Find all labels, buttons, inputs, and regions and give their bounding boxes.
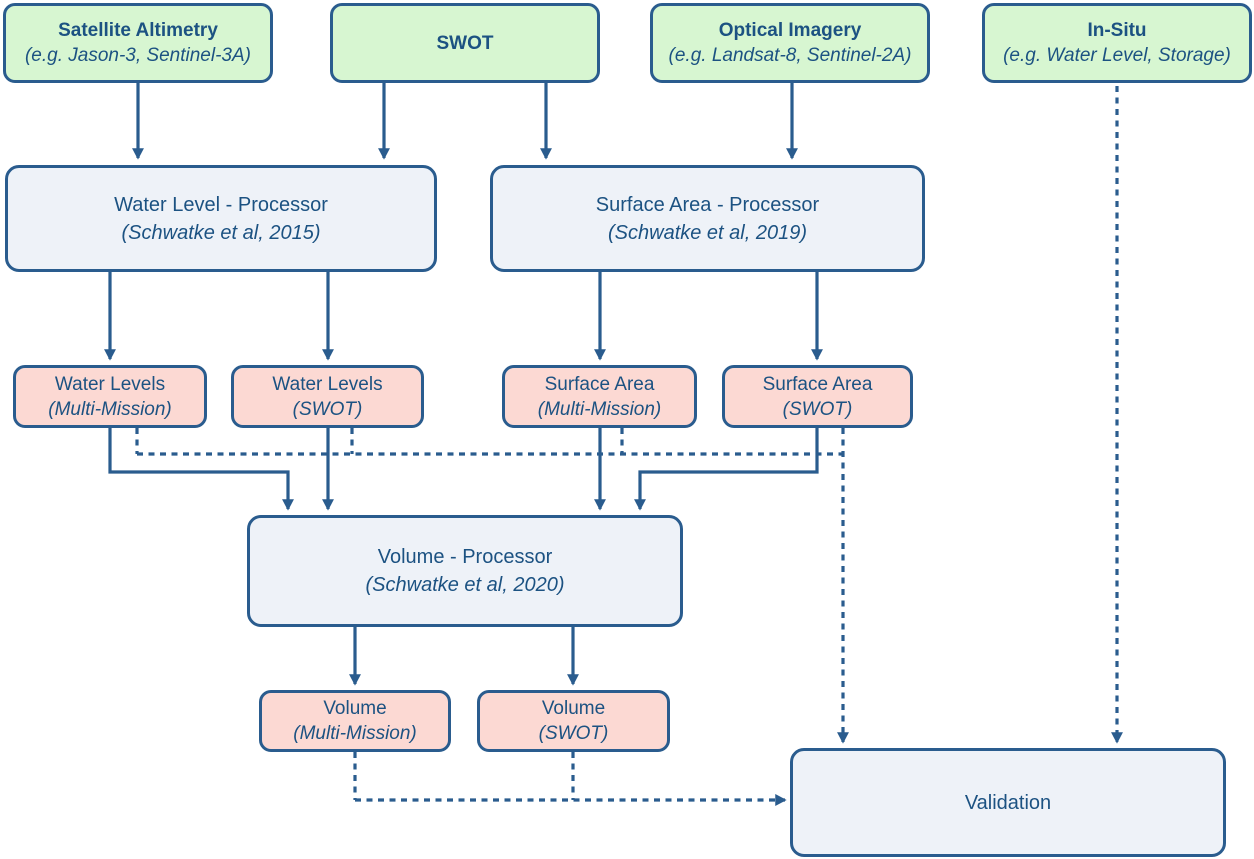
node-surface-area-processor: Surface Area - Processor (Schwatke et al… bbox=[490, 165, 925, 272]
node-title: Satellite Altimetry bbox=[58, 20, 218, 41]
node-title: Surface Area - Processor bbox=[595, 193, 820, 216]
node-title: Water Levels bbox=[272, 373, 383, 395]
node-title: Volume - Processor bbox=[377, 546, 553, 568]
node-volume-swot: Volume (SWOT) bbox=[477, 690, 670, 752]
node-surface-area-swot: Surface Area (SWOT) bbox=[722, 365, 913, 428]
node-water-levels-multi-mission: Water Levels (Multi-Mission) bbox=[13, 365, 207, 428]
node-title: Surface Area bbox=[544, 373, 655, 395]
node-title: Surface Area bbox=[762, 373, 873, 395]
node-water-level-processor: Water Level - Processor (Schwatke et al,… bbox=[5, 165, 437, 272]
node-validation: Validation bbox=[790, 748, 1226, 857]
node-subtitle: (SWOT) bbox=[292, 398, 363, 420]
node-satellite-altimetry: Satellite Altimetry (e.g. Jason-3, Senti… bbox=[3, 3, 273, 83]
node-subtitle: (Schwatke et al, 2015) bbox=[121, 221, 321, 244]
node-subtitle: (SWOT) bbox=[538, 723, 609, 744]
node-title: Water Levels bbox=[54, 373, 166, 395]
node-subtitle: (Multi-Mission) bbox=[537, 398, 662, 420]
node-surface-area-multi-mission: Surface Area (Multi-Mission) bbox=[502, 365, 697, 428]
node-subtitle: (Schwatke et al, 2020) bbox=[365, 574, 565, 596]
node-title: SWOT bbox=[436, 32, 494, 54]
node-title: Water Level - Processor bbox=[114, 193, 328, 216]
node-subtitle: (Schwatke et al, 2019) bbox=[608, 221, 807, 244]
node-title: Volume bbox=[541, 698, 606, 719]
node-subtitle: (e.g. Landsat-8, Sentinel-2A) bbox=[668, 45, 912, 66]
node-subtitle: (Multi-Mission) bbox=[48, 398, 172, 420]
arrow-surface-area-swot-to-volume-processor bbox=[634, 428, 819, 511]
node-title: In-Situ bbox=[1087, 20, 1147, 41]
node-optical-imagery: Optical Imagery (e.g. Landsat-8, Sentine… bbox=[650, 3, 930, 83]
node-water-levels-swot: Water Levels (SWOT) bbox=[231, 365, 424, 428]
node-in-situ: In-Situ (e.g. Water Level, Storage) bbox=[982, 3, 1252, 83]
node-title: Validation bbox=[964, 791, 1052, 814]
arrow-water-levels-mm-to-volume-processor bbox=[108, 428, 294, 511]
node-subtitle: (Multi-Mission) bbox=[293, 723, 417, 744]
node-subtitle: (e.g. Water Level, Storage) bbox=[1003, 45, 1231, 66]
node-subtitle: (SWOT) bbox=[782, 398, 853, 420]
node-swot: SWOT bbox=[330, 3, 600, 83]
node-volume-multi-mission: Volume (Multi-Mission) bbox=[259, 690, 451, 752]
node-title: Volume bbox=[323, 698, 387, 719]
node-volume-processor: Volume - Processor (Schwatke et al, 2020… bbox=[247, 515, 683, 627]
node-subtitle: (e.g. Jason-3, Sentinel-3A) bbox=[24, 45, 251, 66]
node-title: Optical Imagery bbox=[718, 20, 862, 41]
